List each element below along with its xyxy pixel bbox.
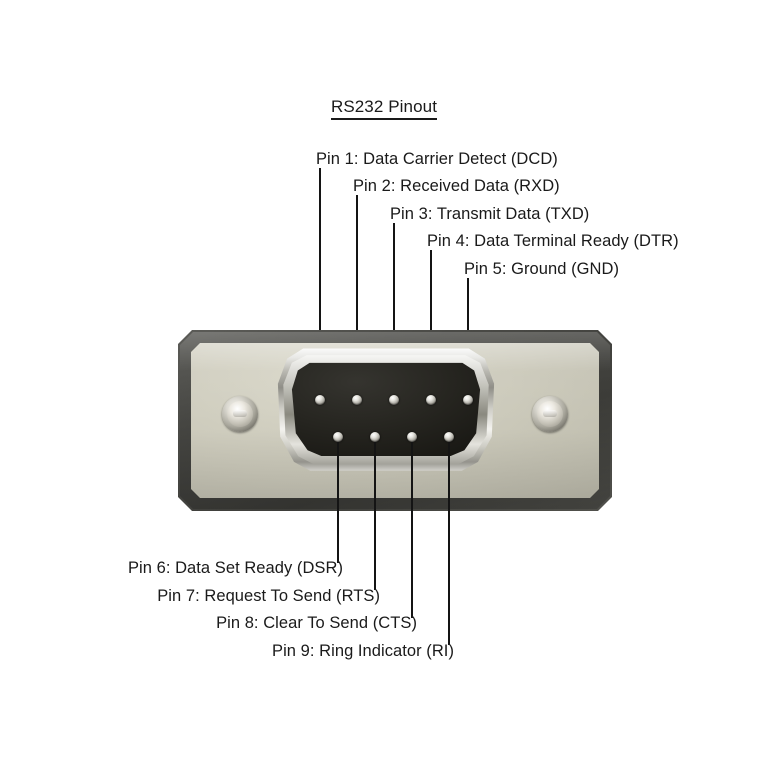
page-title-text: RS232 Pinout xyxy=(330,97,438,120)
pin-2-leader-line xyxy=(356,195,358,402)
pin-8-contact xyxy=(407,432,417,442)
pin-9-label: Pin 9: Ring Indicator (RI) xyxy=(272,642,454,660)
pin-7-contact xyxy=(370,432,380,442)
pin-5-contact xyxy=(463,395,473,405)
page-title: RS232 Pinout xyxy=(0,97,768,120)
pin-2-contact xyxy=(352,395,362,405)
pin-5-label: Pin 5: Ground (GND) xyxy=(464,260,620,278)
pin-9-contact xyxy=(444,432,454,442)
pin-9-leader-line xyxy=(448,442,450,645)
pin-7-leader-line xyxy=(374,442,376,590)
pin-8-leader-line xyxy=(411,442,413,618)
pin-6-leader-line xyxy=(337,442,339,563)
pin-4-leader-line xyxy=(430,250,432,402)
db9-male-connector xyxy=(178,330,612,511)
pin-2-label: Pin 2: Received Data (RXD) xyxy=(353,177,560,195)
pin-4-label: Pin 4: Data Terminal Ready (DTR) xyxy=(427,232,679,250)
pin-6-label: Pin 6: Data Set Ready (DSR) xyxy=(127,559,343,577)
pin-4-contact xyxy=(426,395,436,405)
pin-3-leader-line xyxy=(393,223,395,402)
pin-1-leader-line xyxy=(319,168,321,402)
pin-1-label: Pin 1: Data Carrier Detect (DCD) xyxy=(316,150,558,168)
pin-8-label: Pin 8: Clear To Send (CTS) xyxy=(216,614,417,632)
pin-3-label: Pin 3: Transmit Data (TXD) xyxy=(390,205,590,223)
connector-black-insulator xyxy=(291,362,481,456)
pin-6-contact xyxy=(333,432,343,442)
pin-1-contact xyxy=(315,395,325,405)
pin-7-label: Pin 7: Request To Send (RTS) xyxy=(157,587,380,605)
left-jackscrew xyxy=(222,396,258,432)
pin-3-contact xyxy=(389,395,399,405)
right-jackscrew xyxy=(532,396,568,432)
